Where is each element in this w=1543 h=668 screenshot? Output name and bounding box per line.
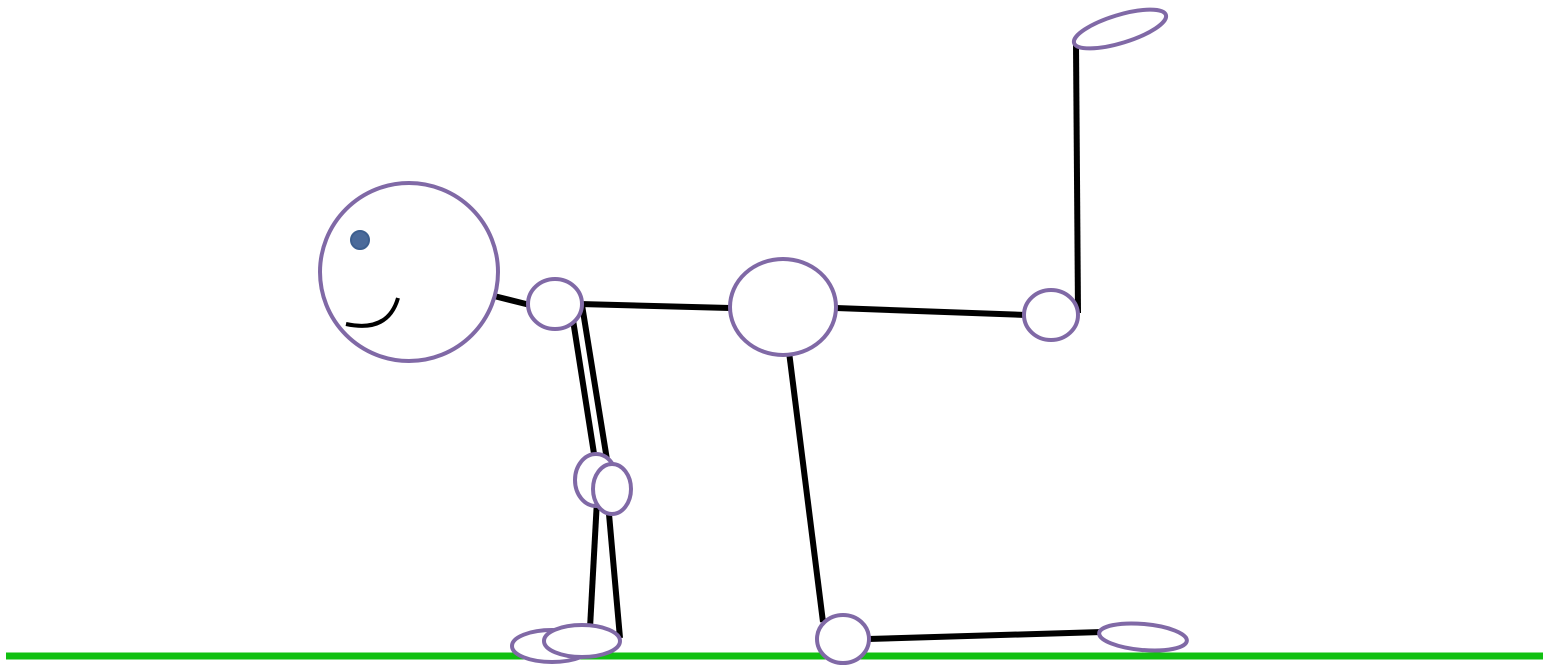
support-thigh-bone xyxy=(781,311,826,623)
back-arm-upper-bone xyxy=(570,319,598,461)
front-hand xyxy=(542,623,622,659)
raised-leg-upper-bone xyxy=(1073,43,1081,314)
front-elbow-joint xyxy=(591,462,633,516)
support-knee-joint xyxy=(815,613,871,665)
raised-knee-joint xyxy=(1022,288,1080,342)
neck-bone xyxy=(493,293,531,308)
joints xyxy=(510,7,1189,665)
spine-lower-bone xyxy=(835,305,1027,318)
eye xyxy=(350,230,370,250)
raised-foot xyxy=(1071,7,1169,51)
hip-joint xyxy=(728,257,838,357)
support-foot xyxy=(1097,621,1189,653)
smile-mouth xyxy=(345,297,400,328)
back-arm-lower-bone xyxy=(587,499,600,629)
shoulder-joint xyxy=(526,277,584,331)
head-circle xyxy=(318,181,500,363)
support-shin-bone xyxy=(867,629,1103,642)
head xyxy=(318,181,500,363)
front-arm-upper-bone xyxy=(579,304,611,467)
spine-upper-bone xyxy=(579,301,731,311)
bones xyxy=(493,43,1103,642)
front-arm-lower-bone xyxy=(606,513,623,639)
